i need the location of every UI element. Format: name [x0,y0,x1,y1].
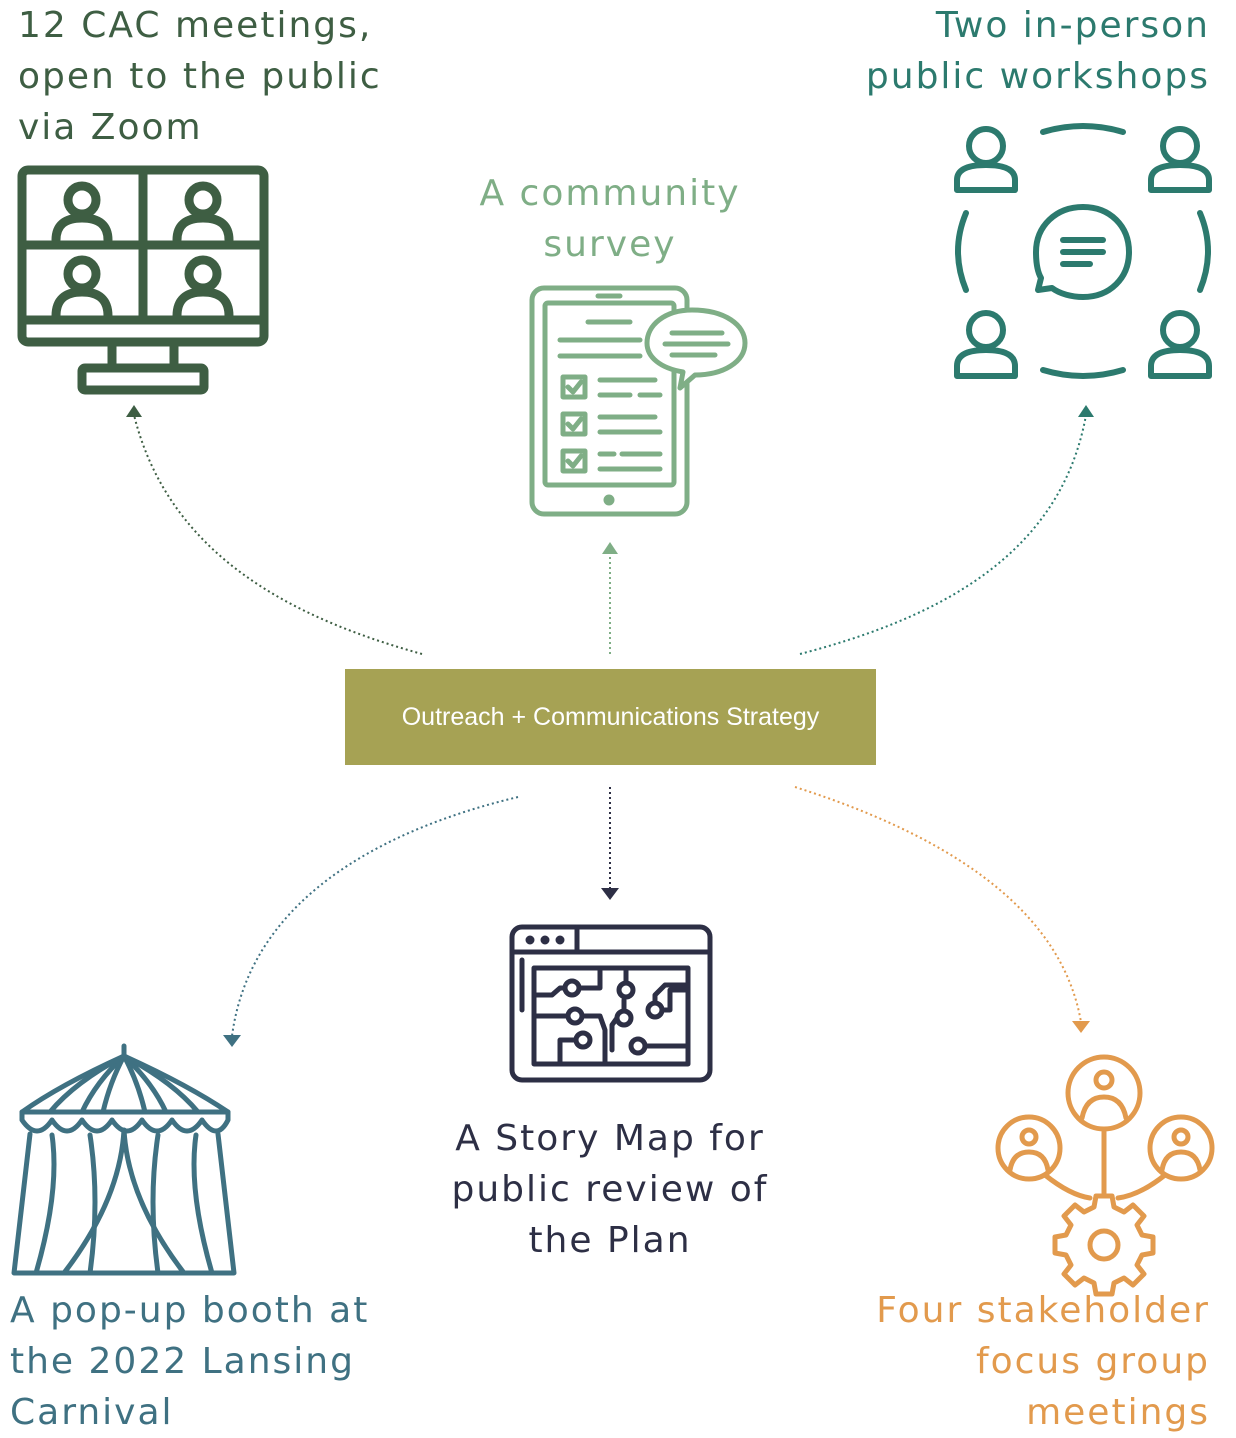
carnival-tent-icon [11,1043,237,1276]
outreach-strategy-box: Outreach + Communications Strategy [345,669,876,765]
arrowhead-focus [1072,1021,1090,1033]
focus-groups-label: Four stakeholder focus group meetings [876,1290,1210,1433]
workshops-label: Two in-person public workshops [865,5,1210,97]
arrow-to-cac-meetings [133,414,423,655]
story-map-label: A Story Map for public review of the Pla… [451,1118,769,1261]
arrowhead-workshops [1078,405,1094,417]
arrow-to-booth [231,796,519,1037]
tablet-survey-icon [529,285,748,517]
arrow-to-focus-groups [794,786,1082,1023]
cac-meetings-label: 12 CAC meetings, open to the public via … [18,5,382,148]
arrowhead-story-map [601,888,619,900]
outreach-strategy-label: Outreach + Communications Strategy [401,702,820,731]
arrowhead-booth [223,1035,241,1047]
arrowhead-cac [126,405,142,417]
arrow-to-workshops [799,414,1087,655]
web-map-icon [509,924,713,1083]
zoom-monitor-icon [17,165,269,395]
survey-label: A community survey [479,173,741,265]
arrowhead-survey [602,542,618,554]
booth-label: A pop-up booth at the 2022 Lansing Carni… [10,1290,370,1433]
stakeholder-network-icon [995,1054,1215,1297]
workshop-group-icon [954,123,1212,379]
